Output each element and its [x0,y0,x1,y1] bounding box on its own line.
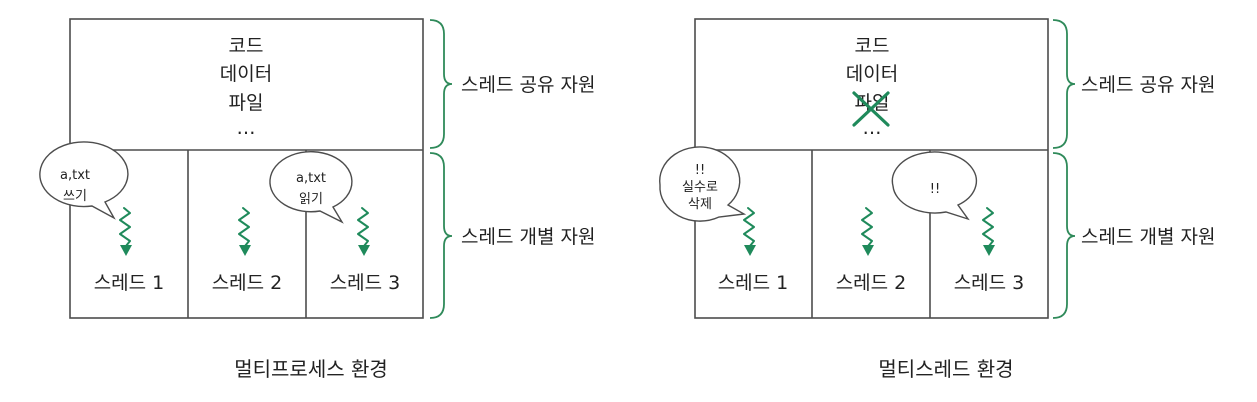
left-shared-ellipsis: … [237,117,256,139]
left-speech-bubble-1: a,txt 쓰기 [39,141,129,220]
right-shared-brace-icon [1052,19,1076,149]
right-thread-3-label: 스레드 3 [954,272,1025,294]
left-individual-brace-icon [429,152,453,319]
left-shared-code: 코드 [229,35,264,57]
right-caption: 멀티스레드 환경 [878,357,1013,381]
right-bubble-3-line1: !! [930,182,940,197]
right-shared-data: 데이터 [846,63,898,85]
right-speech-bubble-1: !! 실수로 삭제 [659,146,747,222]
right-thread-2-squiggle-icon [861,207,874,256]
right-shared-resource-label: 스레드 공유 자원 [1081,74,1215,96]
left-shared-brace-icon [429,19,453,149]
left-shared-data: 데이터 [220,63,272,85]
right-thread-3-squiggle-icon [982,207,995,256]
left-shared-resource-label: 스레드 공유 자원 [461,74,595,96]
left-caption: 멀티프로세스 환경 [234,357,388,381]
left-bubble-3-line2: 읽기 [299,192,323,207]
left-bubble-1-line1: a,txt [60,168,90,183]
left-bubble-1-line2: 쓰기 [63,189,87,204]
right-speech-bubble-3: !! [891,151,978,221]
right-bubble-1-line3: 삭제 [688,197,712,212]
left-thread-1-label: 스레드 1 [94,272,165,294]
right-thread-1-squiggle-icon [743,207,756,256]
left-thread-2-label: 스레드 2 [212,272,283,294]
left-speech-bubble-3: a,txt 읽기 [269,151,353,224]
right-thread-1-label: 스레드 1 [718,272,789,294]
right-shared-code: 코드 [855,35,890,57]
left-individual-resource-label: 스레드 개별 자원 [461,226,595,248]
right-shared-ellipsis: … [863,117,882,139]
right-bubble-1-line1: !! [695,163,705,178]
left-shared-file: 파일 [229,92,264,114]
right-shared-file: 파일 [855,92,890,114]
right-thread-2-label: 스레드 2 [836,272,907,294]
right-panel: 코드 데이터 파일 … 스레드 1 스레드 2 스레드 3 !! 실수로 [659,18,1215,381]
left-thread-1-squiggle-icon [119,207,132,256]
left-thread-3-squiggle-icon [357,207,370,256]
file-deleted-x-icon [852,91,890,127]
left-thread-3-label: 스레드 3 [330,272,401,294]
right-individual-resource-label: 스레드 개별 자원 [1081,226,1215,248]
right-individual-brace-icon [1052,152,1076,319]
left-thread-2-squiggle-icon [238,207,251,256]
left-panel: 코드 데이터 파일 … 스레드 1 스레드 2 스레드 3 a,txt 쓰기 [39,18,595,381]
right-bubble-1-line2: 실수로 [682,180,718,195]
left-bubble-3-line1: a,txt [296,171,326,186]
